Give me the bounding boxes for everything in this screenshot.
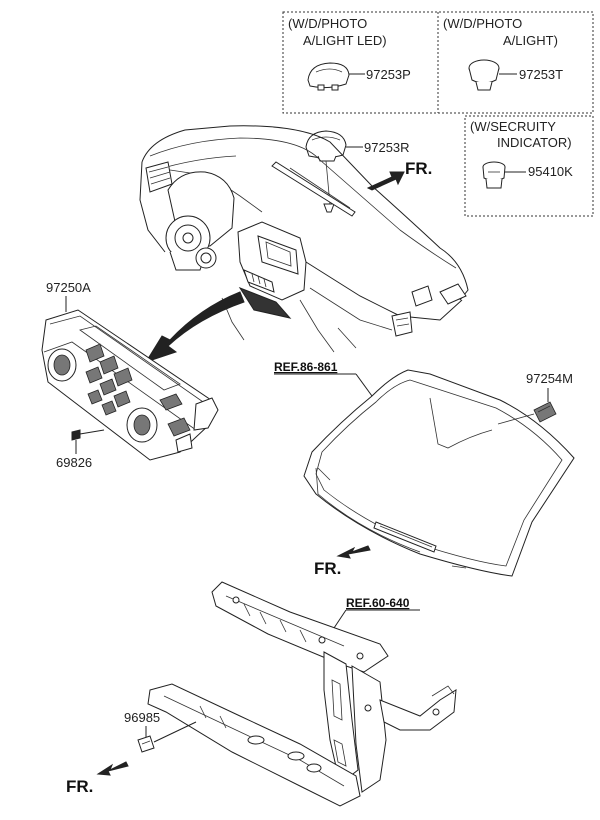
ref-frame: REF.60-640 xyxy=(346,596,410,610)
indicator-95410k-icon xyxy=(482,161,506,189)
option-box-security xyxy=(464,115,594,217)
front-arrow-top-icon xyxy=(366,171,405,191)
callout-security-line1: (W/SECRUITY xyxy=(470,119,556,134)
screw-69826-icon xyxy=(71,429,105,441)
callout-led-line2: A/LIGHT LED) xyxy=(303,33,387,48)
part-number-96985: 96985 xyxy=(124,710,160,725)
dashboard-panel-icon xyxy=(139,125,469,353)
leader-ref-windshield xyxy=(355,373,373,397)
option-box-top xyxy=(282,11,594,114)
climate-control-unit-icon xyxy=(41,309,219,461)
front-label-bottom: FR. xyxy=(66,777,93,796)
callout-security-line2: INDICATOR) xyxy=(497,135,572,150)
part-number-69826: 69826 xyxy=(56,455,92,470)
sensor-97254m-icon xyxy=(533,401,557,423)
part-number-95410k: 95410K xyxy=(528,164,573,179)
part-number-97254m: 97254M xyxy=(526,371,573,386)
front-arrow-bottom-icon xyxy=(96,761,129,776)
front-frame-icon xyxy=(147,581,457,807)
sensor-mount-icon xyxy=(323,203,335,213)
front-label-top: FR. xyxy=(405,159,432,178)
sensor-97253r-icon xyxy=(305,130,347,162)
part-number-97253r: 97253R xyxy=(364,140,410,155)
ref-windshield: REF.86-861 xyxy=(274,360,338,374)
sensor-97253t-icon xyxy=(468,59,500,91)
leader-97254m-glass xyxy=(497,413,535,425)
callout-led-line1: (W/D/PHOTO xyxy=(288,16,367,31)
leader-96985-frame xyxy=(153,721,197,743)
sensor-97253p-icon xyxy=(307,62,350,91)
callout-photo-line2: A/LIGHT) xyxy=(503,33,558,48)
part-number-97253p: 97253P xyxy=(366,67,411,82)
clip-96985-icon xyxy=(137,735,155,753)
windshield-glass-icon xyxy=(303,369,575,577)
callout-photo-line1: (W/D/PHOTO xyxy=(443,16,522,31)
part-number-97250a: 97250A xyxy=(46,280,91,295)
part-number-97253t: 97253T xyxy=(519,67,563,82)
front-arrow-mid-icon xyxy=(336,545,371,559)
install-arrow-icon xyxy=(144,291,245,363)
front-label-mid: FR. xyxy=(314,559,341,578)
